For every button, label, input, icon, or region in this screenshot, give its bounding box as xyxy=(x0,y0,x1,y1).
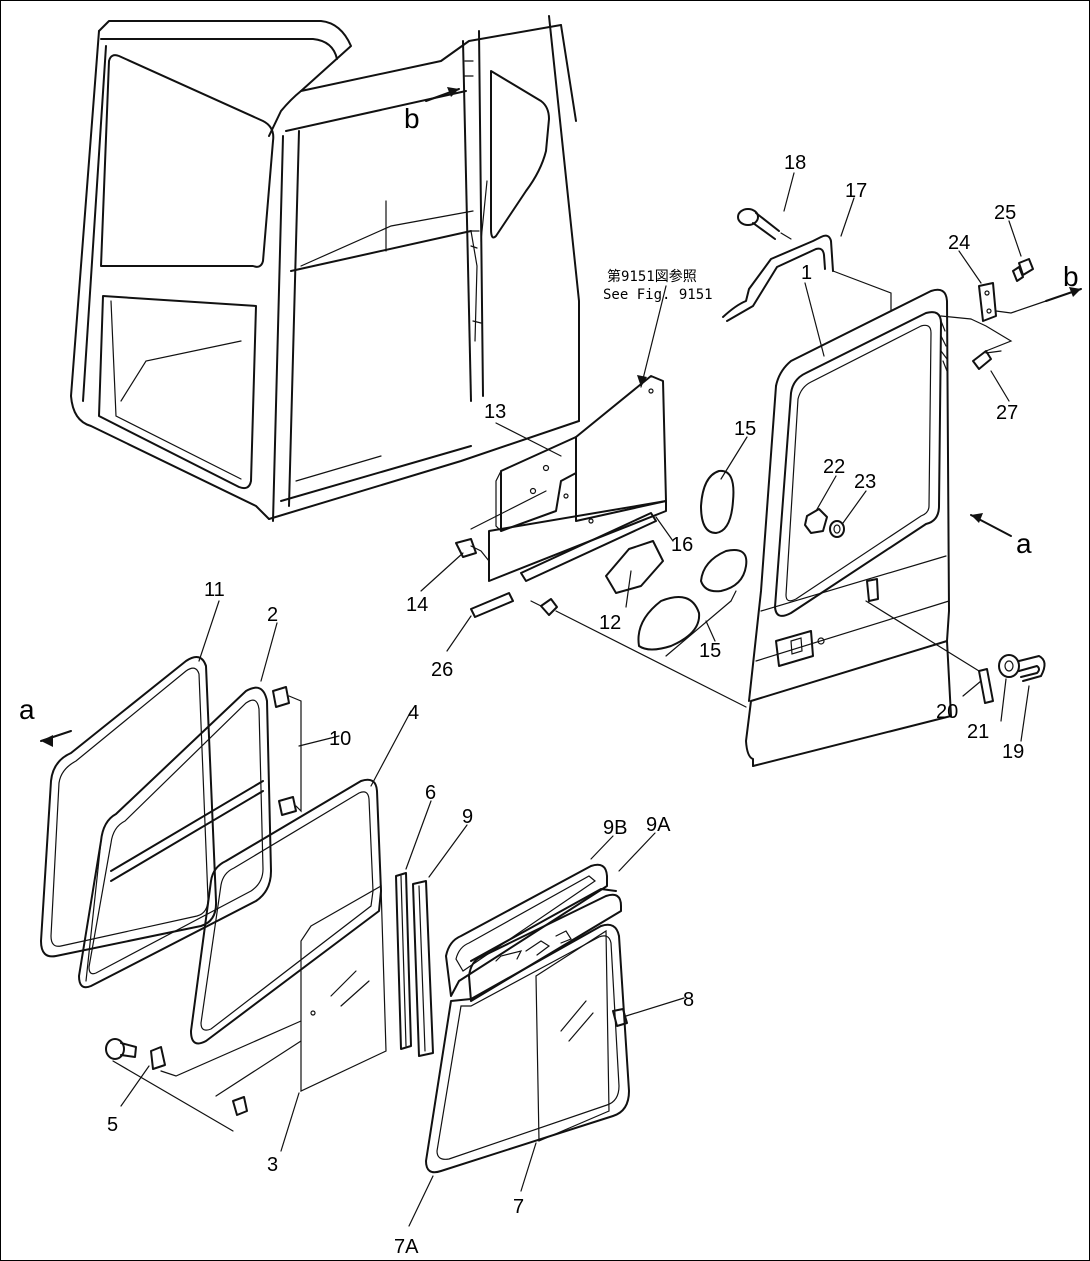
callout-18: 18 xyxy=(784,152,806,174)
callout-26: 26 xyxy=(431,659,453,681)
callout-11: 11 xyxy=(204,579,225,601)
view-a-marker-left: a xyxy=(19,694,72,747)
callout-20: 20 xyxy=(936,701,958,723)
figure-reference-note: 第9151図参照 See Fig. 9151 xyxy=(603,268,713,303)
door-panel-assembly xyxy=(745,288,952,767)
view-marker-b-right: b xyxy=(1063,261,1079,292)
callout-9A: 9A xyxy=(646,814,671,836)
clip-10 xyxy=(272,686,302,816)
callout-9B: 9B xyxy=(603,817,627,839)
callout-1: 1 xyxy=(801,262,812,284)
callout-labels: 18 17 25 24 1 27 15 22 23 13 16 14 12 15… xyxy=(107,152,1024,1258)
reference-note-jp: 第9151図参照 xyxy=(607,268,697,285)
callout-6: 6 xyxy=(425,782,436,804)
callout-19: 19 xyxy=(1002,741,1024,763)
grab-handle-group xyxy=(722,208,892,322)
seal-11 xyxy=(40,656,218,958)
callout-5: 5 xyxy=(107,1114,118,1136)
nut-washer-group xyxy=(804,508,845,538)
glass-3 xyxy=(300,884,387,1092)
view-b-marker-cab: b xyxy=(404,87,460,134)
latch-5 xyxy=(105,1020,302,1132)
callout-22: 22 xyxy=(823,456,845,478)
callout-14: 14 xyxy=(406,594,428,616)
callout-15-top: 15 xyxy=(734,418,756,440)
callout-21: 21 xyxy=(967,721,989,743)
hinge-group: b xyxy=(940,258,1082,370)
callout-16: 16 xyxy=(671,534,693,556)
callout-7A: 7A xyxy=(394,1236,419,1258)
callout-10: 10 xyxy=(329,728,351,750)
callout-27: 27 xyxy=(996,402,1018,424)
callout-4: 4 xyxy=(408,702,419,724)
cab-body xyxy=(70,15,580,522)
striker-group xyxy=(865,600,1046,704)
callout-2: 2 xyxy=(267,604,278,626)
callout-3: 3 xyxy=(267,1154,278,1176)
seal-group xyxy=(605,469,748,657)
callout-25: 25 xyxy=(994,202,1016,224)
frame-2 xyxy=(78,686,272,989)
trim-panel-group xyxy=(455,375,747,708)
view-a-marker-door: a xyxy=(970,513,1032,559)
callout-8: 8 xyxy=(683,989,694,1011)
view-marker-b: b xyxy=(404,103,420,134)
leader-lines xyxy=(120,172,1030,1227)
rails-6-9 xyxy=(395,872,434,1057)
sliding-sash-group xyxy=(425,863,630,1174)
view-marker-a-left: a xyxy=(19,694,35,725)
callout-15-bottom: 15 xyxy=(699,640,721,662)
callout-23: 23 xyxy=(854,471,876,493)
callout-24: 24 xyxy=(948,232,970,254)
callout-7: 7 xyxy=(513,1196,524,1218)
sash-4 xyxy=(190,778,382,1045)
callout-12: 12 xyxy=(599,612,621,634)
callout-9: 9 xyxy=(462,806,473,828)
callout-13: 13 xyxy=(484,401,506,423)
reference-note-en: See Fig. 9151 xyxy=(603,287,713,303)
callout-17: 17 xyxy=(845,180,867,202)
view-marker-a: a xyxy=(1016,528,1032,559)
